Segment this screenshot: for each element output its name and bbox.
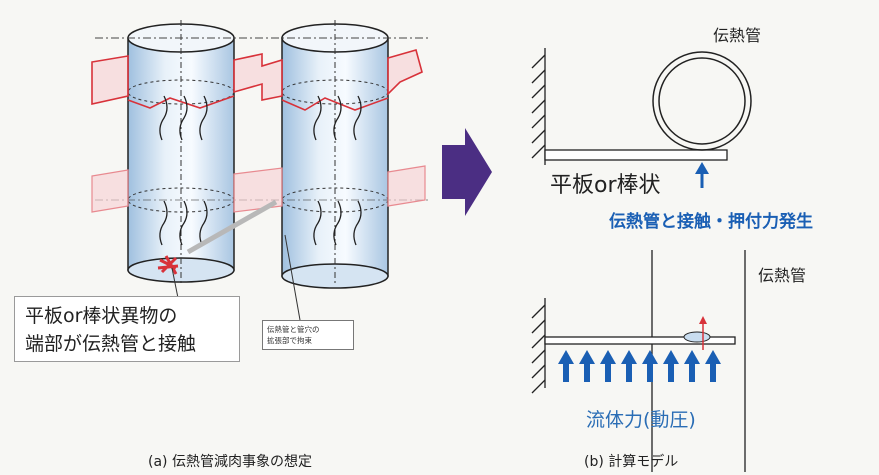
callout-line2: 端部が伝熱管と接触 [25,333,197,355]
callout-leader [171,267,179,299]
note-line1: 伝熱管と管穴の [267,325,320,334]
fluid-force-arrows [558,350,721,382]
reaction-arrow [699,316,707,350]
support-plate-lower [91,165,426,213]
caption-a: (a) 伝熱管減肉事象の想定 [148,454,312,470]
tube-right [281,20,389,289]
plate-bottom [544,336,736,345]
contact-arrow-top [695,162,709,188]
fluid-force-label: 流体力(動圧) [586,409,696,431]
plate-label: 平板or棒状 [550,173,661,198]
tube-label-top: 伝熱管 [713,26,762,45]
callout-line1: 平板or棒状異物の [25,305,178,327]
contact-label: 伝熱管と接触・押付力発生 [609,212,813,232]
tube-label-bottom: 伝熱管 [758,266,807,285]
flow-arrows-right [313,95,362,246]
wall-bottom [531,298,546,394]
plate-top [544,149,728,161]
support-plate-upper [91,49,423,111]
foreign-rod [186,199,278,255]
contact-zone [683,331,711,343]
note-line2: 拡張部で拘束 [267,336,312,345]
tube-cross-section [652,51,752,151]
contact-mark [157,255,179,275]
foreign-object-callout: 平板or棒状異物の 端部が伝熱管と接触 [14,296,240,362]
caption-b: (b) 計算モデル [584,454,679,470]
constraint-note: 伝熱管と管穴の 拡張部で拘束 [262,320,354,350]
transition-arrow [442,128,492,216]
note-leader [284,234,301,321]
flow-arrows-left [159,95,208,246]
tube-left [127,20,235,285]
wall-top [531,48,546,165]
